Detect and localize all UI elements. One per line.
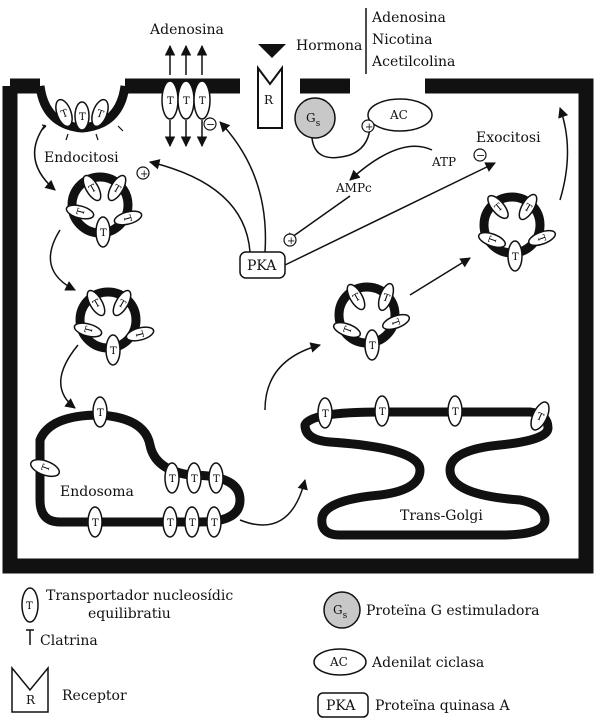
transporter-t-label: T xyxy=(132,330,144,340)
transporter-t-label: T xyxy=(91,298,103,311)
transporter-t-label: T xyxy=(83,325,95,335)
hormona-label: Hormona xyxy=(296,38,362,54)
transporter-t-label: T xyxy=(322,409,329,420)
endocitosi-label: Endocitosi xyxy=(44,150,119,166)
transporter-t-label: T xyxy=(110,346,117,357)
legend: T Transportador nucleosídic equilibratiu… xyxy=(11,587,540,718)
transporter-t-label: T xyxy=(120,214,132,224)
golgi-transporters xyxy=(317,395,550,431)
receptor-shape xyxy=(257,65,283,129)
pit-transporters xyxy=(55,98,109,131)
atp-label: ATP xyxy=(431,155,456,169)
transporter-t-label: T xyxy=(169,474,176,485)
svg-text:−: − xyxy=(476,149,485,162)
legend-receptor: Receptor xyxy=(62,688,127,704)
transporter-t-label: T xyxy=(379,407,386,418)
transporter-t-label: T xyxy=(213,474,220,485)
exocytic-vesicle-2 xyxy=(477,192,557,272)
transporter-t-label: T xyxy=(512,252,519,263)
hormone-list-3: Acetilcolina xyxy=(371,54,455,70)
transporter-t-label: T xyxy=(87,183,99,196)
transporter-t-label: T xyxy=(191,474,198,485)
trans-golgi-label: Trans-Golgi xyxy=(400,508,483,524)
hormone-triangle-icon xyxy=(258,44,286,58)
gs-label: Gs xyxy=(306,111,321,129)
transporter-t-label: T xyxy=(199,96,206,107)
transporter-t-label: T xyxy=(351,292,363,305)
transporter-t-label: T xyxy=(388,318,401,328)
svg-text:−: − xyxy=(206,118,215,131)
pka-label: PKA xyxy=(247,258,277,274)
cell-membrane xyxy=(2,78,594,574)
transporter-t-label: T xyxy=(369,341,376,352)
adenosina-label: Adenosina xyxy=(149,22,224,38)
transporter-t-label: T xyxy=(79,112,86,123)
svg-text:R: R xyxy=(26,693,36,707)
svg-text:PKA: PKA xyxy=(326,698,356,714)
transporter-t-label: T xyxy=(381,292,391,305)
svg-text:+: + xyxy=(140,169,148,180)
svg-text:AC: AC xyxy=(329,655,348,669)
endosoma-label: Endosoma xyxy=(60,484,134,500)
ampc-label: AMPc xyxy=(335,181,372,195)
transporter-t-label: T xyxy=(167,518,174,529)
endocytic-vesicle-1 xyxy=(65,172,143,248)
transporter-t-label: T xyxy=(116,298,128,311)
hormone-list-2: Nicotina xyxy=(372,32,432,48)
legend-gs: Proteïna G estimuladora xyxy=(366,603,540,619)
transporter-t-label: T xyxy=(167,96,174,107)
receptor-notch xyxy=(240,68,300,82)
legend-pka: Proteïna quinasa A xyxy=(375,698,511,714)
membrane-transporters-adenosine xyxy=(161,80,211,120)
transporter-t-label: T xyxy=(40,463,53,473)
svg-text:+: + xyxy=(287,236,295,247)
transporter-t-label: T xyxy=(487,235,500,245)
transporter-t-label: T xyxy=(95,108,105,121)
receptor-r-label: R xyxy=(264,93,274,107)
svg-text:T: T xyxy=(26,601,33,612)
svg-text:+: + xyxy=(365,122,373,133)
transporter-t-label: T xyxy=(534,411,545,424)
exocytic-vesicle-1 xyxy=(332,282,411,361)
transporter-t-label: T xyxy=(189,518,196,529)
transporter-t-label: T xyxy=(92,518,99,529)
transporter-t-label: T xyxy=(60,108,70,121)
adenosine-arrows xyxy=(164,44,208,148)
transporter-t-label: T xyxy=(97,408,104,419)
trans-golgi xyxy=(300,407,553,540)
transporter-t-label: T xyxy=(211,518,218,529)
legend-transporter-2: equilibratiu xyxy=(88,606,171,622)
transporter-t-label: T xyxy=(111,183,123,196)
transporter-t-label: T xyxy=(183,96,190,107)
exocitosi-label: Exocitosi xyxy=(476,130,541,146)
endocytic-vesicle-2 xyxy=(73,287,155,366)
endosome-transporters xyxy=(29,396,224,538)
transporter-t-label: T xyxy=(75,207,87,217)
gs-protein xyxy=(294,97,336,139)
svg-text:Gs: Gs xyxy=(333,603,348,621)
transporter-t-label: T xyxy=(534,234,547,244)
ac-label: AC xyxy=(389,108,408,122)
legend-ac: Adenilat ciclasa xyxy=(371,655,484,671)
ac-enzyme xyxy=(367,98,433,132)
hormone-list-1: Adenosina xyxy=(371,10,446,26)
transporter-t-label: T xyxy=(342,325,355,335)
transporter-t-label: T xyxy=(100,228,107,239)
legend-transporter: Transportador nucleosídic xyxy=(46,588,233,604)
transporter-t-label: T xyxy=(522,202,534,215)
transporter-t-label: T xyxy=(452,407,459,418)
legend-clathrin: Clatrina xyxy=(40,633,98,649)
